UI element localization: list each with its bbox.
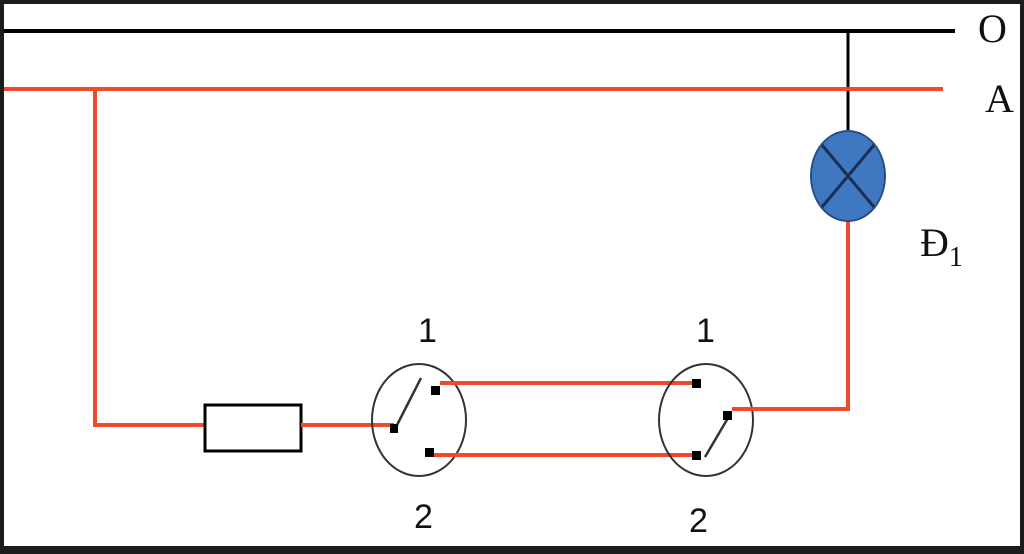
lamp-label: Đ1: [920, 220, 963, 273]
fuse: [203, 403, 303, 453]
switch2-to-lamp-wire: [732, 220, 850, 411]
switch-1-housing: [371, 363, 467, 477]
switch-2-bottom-label: 2: [689, 502, 708, 540]
two-way-switch-1: [371, 363, 467, 477]
phase-drop-wire: [93, 89, 205, 427]
switch-1-terminal-2: [425, 448, 434, 457]
switch-1-blade: [394, 377, 423, 428]
switch-2-housing: [658, 363, 754, 477]
lamp-label-main: Đ: [920, 220, 949, 265]
switch-1-top-label: 1: [418, 312, 437, 350]
switch-2-blade: [703, 417, 730, 458]
two-way-switch-2: [658, 363, 754, 477]
lamp: [810, 130, 886, 222]
switch-2-top-label: 1: [696, 312, 715, 350]
neutral-label: O: [978, 6, 1007, 51]
switch-1-common-terminal: [390, 424, 398, 433]
canvas: [4, 4, 1020, 546]
switch-2-terminal-1: [692, 379, 701, 388]
phase-label: A: [985, 76, 1014, 121]
lamp-cross-b: [820, 144, 876, 208]
switch-2-terminal-2: [692, 451, 701, 460]
switch-1-terminal-1: [431, 386, 440, 395]
lamp-label-subscript: 1: [949, 242, 963, 273]
switch-1-bottom-label: 2: [414, 498, 433, 536]
switch-2-common-terminal: [723, 411, 732, 420]
